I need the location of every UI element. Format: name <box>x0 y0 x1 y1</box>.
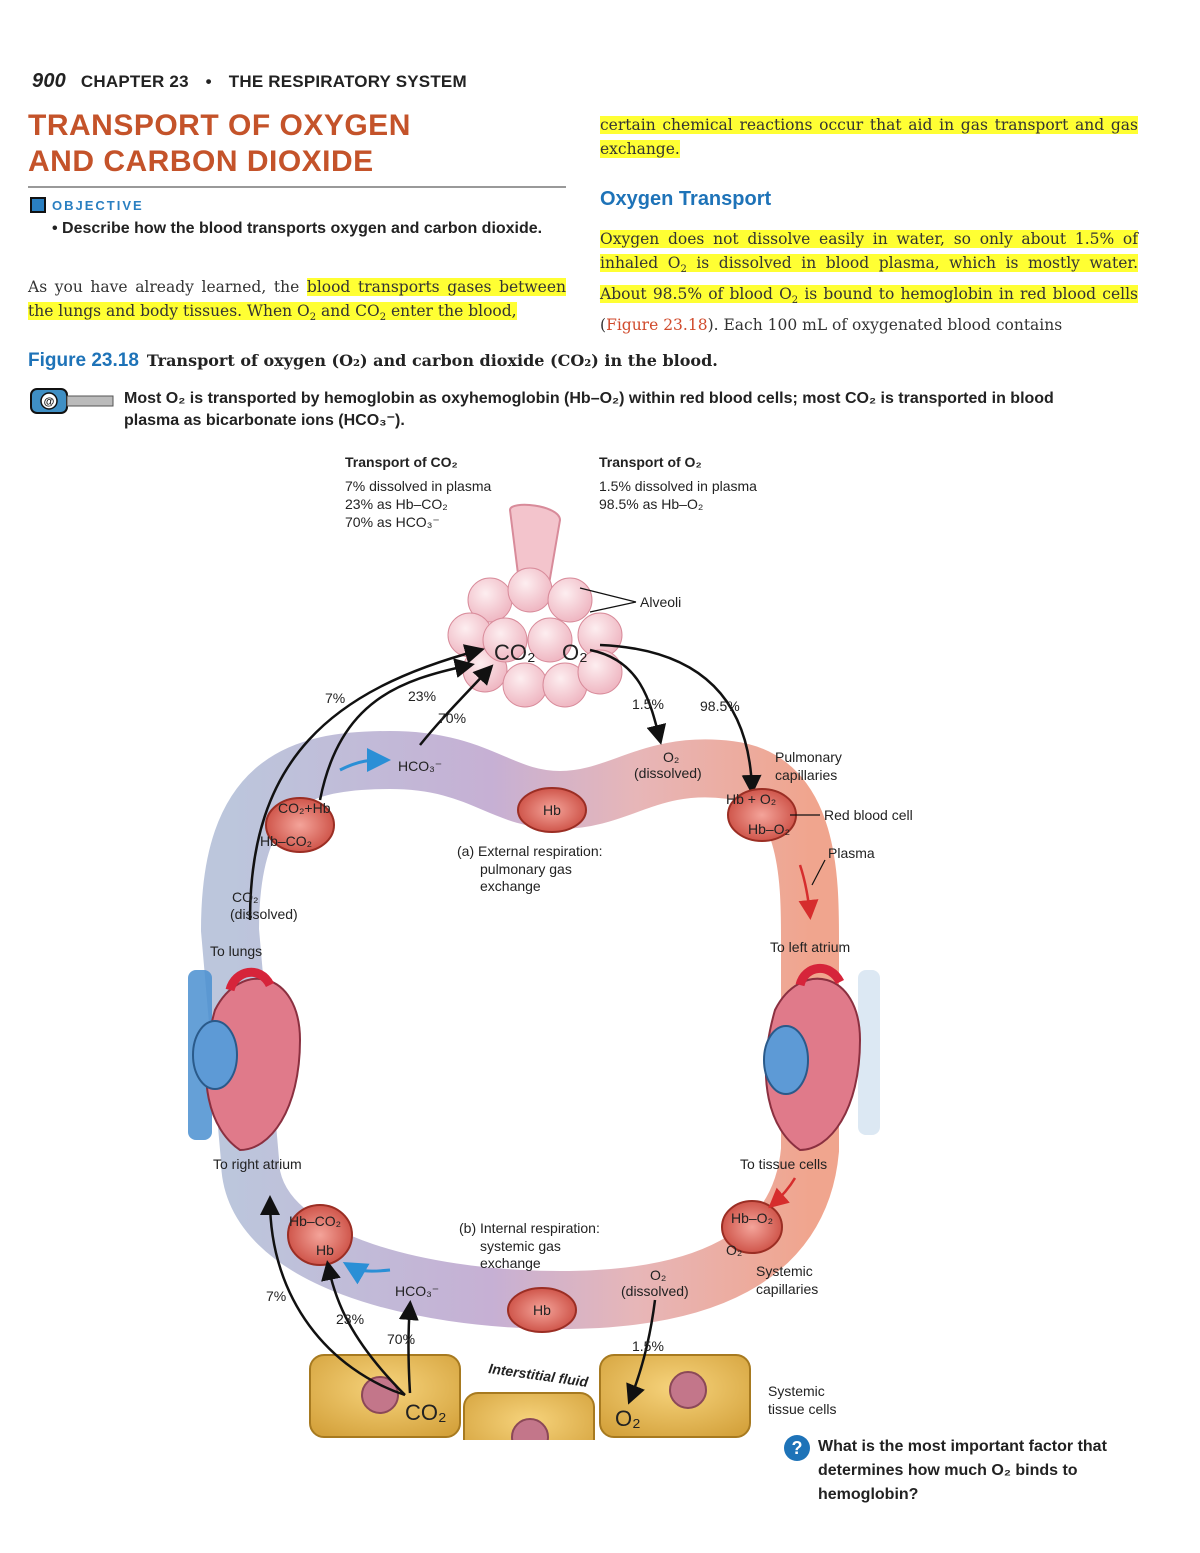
co2-dissolved-label: CO₂ <box>232 889 258 905</box>
objective-bullet: • Describe how the blood transports oxyg… <box>52 220 543 237</box>
interstitial-fluid-label: Interstitial fluid <box>488 1360 590 1390</box>
systemic-tissue-label: tissue cells <box>768 1401 836 1417</box>
pulmonary-capillaries-label: Pulmonary <box>775 749 842 765</box>
figure-caption: Figure 23.18 Transport of oxygen (O₂) and… <box>28 350 718 372</box>
co2-dissolved-label: (dissolved) <box>230 906 298 922</box>
review-question: ? What is the most important factor that… <box>784 1435 1164 1507</box>
alveoli-label: Alveoli <box>640 594 681 610</box>
hb-co2-label: Hb–CO₂ <box>260 833 312 849</box>
to-lungs-label: To lungs <box>210 943 262 959</box>
o2-dissolved-upper: (dissolved) <box>634 765 702 781</box>
hb-lower: Hb <box>316 1242 334 1258</box>
co2-transport-line: 70% as HCO₃⁻ <box>345 514 440 530</box>
running-header: 900 CHAPTER 23 • THE RESPIRATORY SYSTEM <box>32 70 467 93</box>
co2-transport-heading: Transport of CO₂ <box>345 454 458 470</box>
hb-plus-o2-label: Hb + O₂ <box>726 791 776 807</box>
figure-number: Figure 23.18 <box>28 350 139 371</box>
percent-7-lower: 7% <box>266 1288 286 1304</box>
o2-transport-line: 1.5% dissolved in plasma <box>599 478 757 494</box>
systemic-capillaries-label: Systemic <box>756 1263 813 1279</box>
percent-23-upper: 23% <box>408 688 436 704</box>
objective-box-icon <box>30 197 46 213</box>
objective-label-text: OBJECTIVE <box>52 197 144 213</box>
heart-right-illustration <box>763 963 880 1152</box>
gas-transport-diagram: Transport of CO₂ 7% dissolved in plasma … <box>188 454 913 1440</box>
web-link-icon[interactable]: @ <box>30 388 116 414</box>
external-respiration-label: pulmonary gas <box>480 861 572 877</box>
systemic-capillaries-label: capillaries <box>756 1281 818 1297</box>
red-blood-cell <box>265 797 335 853</box>
objective-label: OBJECTIVE <box>30 197 144 213</box>
red-blood-cell <box>517 787 587 833</box>
co2-hb-label: CO₂+Hb <box>278 800 331 816</box>
hb-label-bottom: Hb <box>533 1302 551 1318</box>
percent-23-lower: 23% <box>336 1311 364 1327</box>
o2-lower-rbc: O₂ <box>726 1242 742 1258</box>
hb-o2-lower: Hb–O₂ <box>731 1210 773 1226</box>
percent-1-5-lower: 1.5% <box>632 1338 664 1354</box>
hb-o2-label: Hb–O₂ <box>748 821 790 837</box>
red-blood-cell <box>721 1200 783 1254</box>
svg-text:@: @ <box>44 396 55 408</box>
co2-transport-line: 23% as Hb–CO₂ <box>345 496 448 512</box>
highlighted-text: Oxygen does not dissolve easily in water… <box>600 230 1138 307</box>
percent-70-upper: 70% <box>438 710 466 726</box>
figure-reference-link[interactable]: Figure 23.18 <box>606 316 708 335</box>
o2-dissolved-lower: O₂ <box>650 1267 666 1283</box>
hb-label: Hb <box>543 802 561 818</box>
highlighted-text: certain chemical reactions occur that ai… <box>600 116 1138 158</box>
percent-98-5: 98.5% <box>700 698 740 714</box>
red-blood-cell-label: Red blood cell <box>824 807 913 823</box>
chapter-label: CHAPTER 23 <box>80 72 189 91</box>
percent-1-5-upper: 1.5% <box>632 696 664 712</box>
section-divider <box>28 186 566 188</box>
right-top-paragraph: certain chemical reactions occur that ai… <box>600 113 1138 161</box>
pulmonary-capillaries-label: capillaries <box>775 767 837 783</box>
co2-transport-line: 7% dissolved in plasma <box>345 478 492 494</box>
internal-respiration-label: exchange <box>480 1255 541 1271</box>
oxygen-transport-paragraph: Oxygen does not dissolve easily in water… <box>600 230 1138 335</box>
hco3-upper: HCO₃⁻ <box>398 758 442 774</box>
question-text: What is the most important factor that d… <box>818 1438 1107 1503</box>
o2-dissolved-upper: O₂ <box>663 749 679 765</box>
internal-respiration-label: systemic gas <box>480 1238 561 1254</box>
section-title: TRANSPORT OF OXYGEN AND CARBON DIOXIDE <box>28 108 568 180</box>
external-respiration-label: (a) External respiration: <box>457 843 603 859</box>
red-blood-cell <box>507 1287 577 1333</box>
percent-70-lower: 70% <box>387 1331 415 1347</box>
body-text-segment: As you have already learned, the <box>28 278 307 296</box>
figure-summary: Most O₂ is transported by hemoglobin as … <box>124 390 1054 429</box>
section-title-line2: AND CARBON DIOXIDE <box>28 145 374 178</box>
question-mark-icon: ? <box>784 1435 810 1461</box>
co2-alveoli-label: CO₂ <box>494 640 536 665</box>
header-separator: • <box>205 72 212 91</box>
heart-left-illustration <box>188 967 302 1152</box>
red-blood-cell <box>287 1204 353 1266</box>
chapter-title: THE RESPIRATORY SYSTEM <box>228 72 467 91</box>
to-tissue-cells-label: To tissue cells <box>740 1156 827 1172</box>
figure-title: Transport of oxygen (O₂) and carbon diox… <box>146 351 718 370</box>
left-body-paragraph: As you have already learned, the blood t… <box>28 275 566 330</box>
external-respiration-label: exchange <box>480 878 541 894</box>
internal-respiration-label: (b) Internal respiration: <box>459 1220 600 1236</box>
oxygen-transport-heading: Oxygen Transport <box>600 188 772 210</box>
co2-tissue-label: CO₂ <box>405 1400 447 1425</box>
o2-dissolved-lower: (dissolved) <box>621 1283 689 1299</box>
o2-alveoli-label: O₂ <box>562 640 588 665</box>
page-number: 900 <box>32 70 66 92</box>
section-title-line1: TRANSPORT OF OXYGEN <box>28 109 411 142</box>
hco3-lower: HCO₃⁻ <box>395 1283 439 1299</box>
alveoli-cluster <box>447 503 623 708</box>
o2-tissue-label: O₂ <box>615 1406 641 1431</box>
o2-transport-line: 98.5% as Hb–O₂ <box>599 496 703 512</box>
percent-7-upper: 7% <box>325 690 345 706</box>
plasma-label: Plasma <box>828 845 875 861</box>
hb-co2-lower: Hb–CO₂ <box>289 1213 341 1229</box>
o2-transport-heading: Transport of O₂ <box>599 454 702 470</box>
to-right-atrium-label: To right atrium <box>213 1156 302 1172</box>
systemic-tissue-label: Systemic <box>768 1383 825 1399</box>
to-left-atrium-label: To left atrium <box>770 939 850 955</box>
